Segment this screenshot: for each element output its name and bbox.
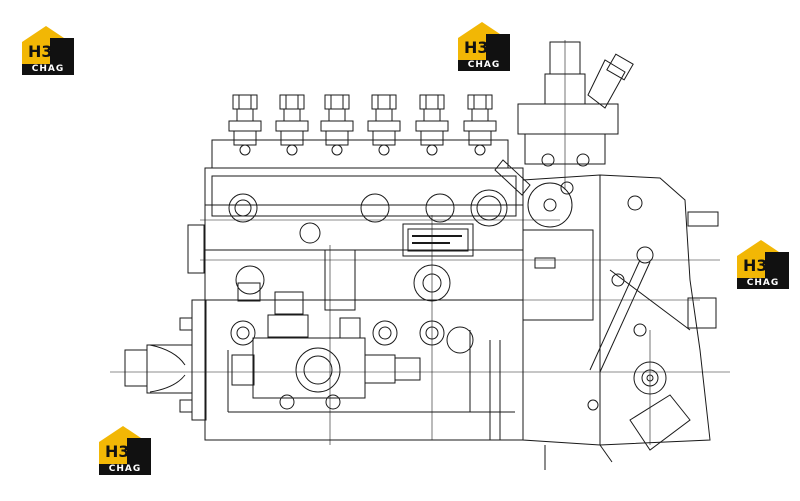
logo-watermark-right: CHAG H3 xyxy=(735,238,791,292)
nameplate xyxy=(402,223,474,257)
delivery-valve xyxy=(463,94,497,156)
delivery-valve xyxy=(320,94,354,156)
logo-wordmark: CHAG xyxy=(99,464,151,475)
delivery-valve xyxy=(367,94,401,156)
logo-watermark-top-left: CHAG H3 xyxy=(20,24,76,78)
delivery-valve xyxy=(415,94,449,156)
logo-house-icon xyxy=(737,240,789,278)
logo-house-icon xyxy=(99,426,151,464)
logo-house-icon xyxy=(22,26,74,64)
logo-wordmark: CHAG xyxy=(458,60,510,71)
delivery-valve xyxy=(228,94,262,156)
logo-watermark-top-center: CHAG H3 xyxy=(456,20,512,74)
logo-mark: H3 xyxy=(105,442,130,461)
top-valve-assembly xyxy=(494,41,634,196)
delivery-valves xyxy=(228,94,497,156)
logo-mark: H3 xyxy=(743,256,768,275)
logo-watermark-bottom-left: CHAG H3 xyxy=(97,424,153,478)
logo-mark: H3 xyxy=(28,42,53,61)
logo-wordmark: CHAG xyxy=(737,278,789,289)
fuel-block xyxy=(231,291,421,399)
logo-wordmark: CHAG xyxy=(22,64,74,75)
drive-end xyxy=(124,224,207,421)
logo-house-icon xyxy=(458,22,510,60)
logo-mark: H3 xyxy=(464,38,489,57)
housing-bosses xyxy=(228,189,508,410)
delivery-valve xyxy=(275,94,309,156)
governor-housing xyxy=(522,174,719,470)
